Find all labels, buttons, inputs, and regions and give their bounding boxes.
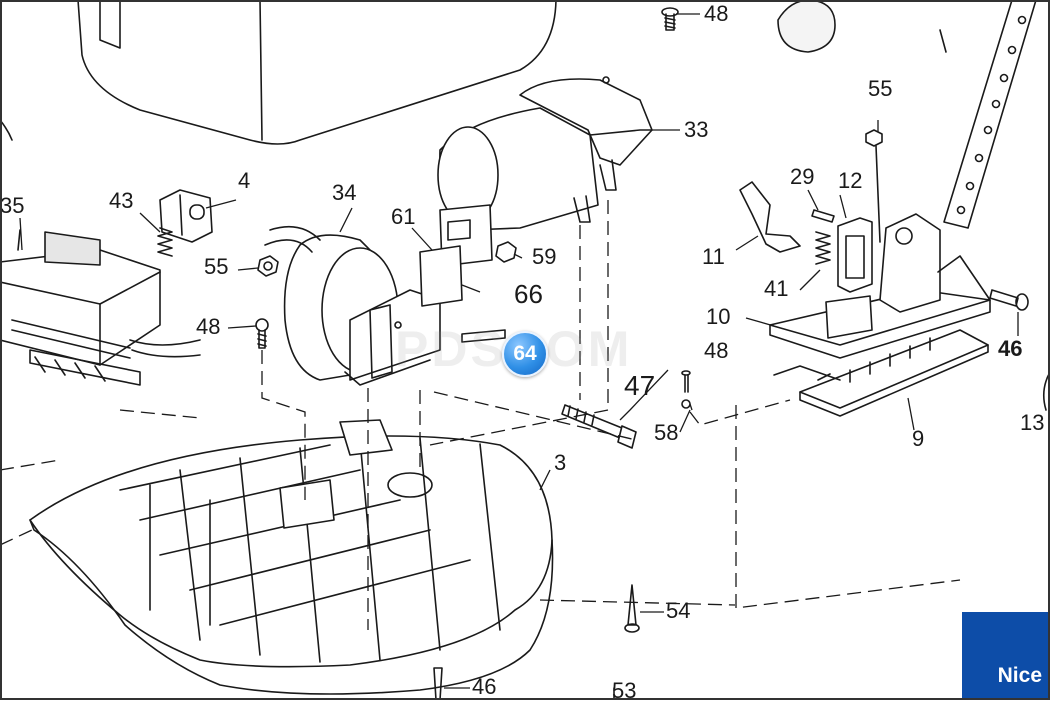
part-label: 59: [532, 244, 557, 269]
part-label: 33: [684, 117, 709, 142]
bolt-46-right: [989, 289, 1029, 311]
screw-46-bottom: [433, 667, 443, 700]
screw-54: [624, 584, 640, 633]
part-label: 46: [998, 336, 1023, 361]
part-label: 66: [514, 279, 543, 309]
screw-48-left: [255, 318, 269, 349]
part-label: 12: [838, 168, 863, 193]
part-label: 41: [764, 276, 789, 301]
part-label: 55: [868, 76, 893, 101]
nut-59: [495, 241, 517, 263]
part-label: 53: [612, 678, 637, 703]
assembly-lines: [0, 200, 961, 630]
part-label: 43: [109, 188, 134, 213]
bracket-4: [159, 189, 213, 243]
part-label: 11: [702, 244, 725, 269]
part-13-edge: [1042, 371, 1050, 411]
metal-strip: [943, 0, 1037, 229]
pin-29: [811, 209, 835, 223]
cover-part: [0, 0, 557, 145]
label-leaders: [19, 13, 1019, 689]
slider-plate-10: [769, 213, 991, 359]
part-label: 54: [666, 598, 691, 623]
part-label: 3: [554, 450, 567, 475]
lever-11: [739, 181, 801, 253]
bolt-47: [561, 404, 637, 449]
part-label: 47: [624, 370, 656, 401]
part-label: 13: [1020, 410, 1045, 435]
part-label: 55: [204, 254, 229, 279]
part-label: 48: [704, 1, 729, 26]
rack-9: [773, 329, 989, 417]
highlight-callout-badge[interactable]: 64: [502, 331, 548, 377]
knob-part: [777, 0, 947, 53]
part-label: 29: [790, 164, 815, 189]
part-label: 9: [912, 426, 925, 451]
plate-12: [837, 217, 873, 293]
circuit-board-66: [419, 204, 493, 307]
spring-41: [815, 231, 831, 265]
part-label: 10: [706, 304, 731, 329]
part-label: 48: [196, 314, 221, 339]
part-label: 46: [472, 674, 497, 699]
part-label: 58: [654, 420, 679, 445]
part-label: 34: [332, 180, 357, 205]
part-label: 4: [238, 168, 251, 193]
part-label: 61: [391, 204, 416, 229]
nut-55-right: [865, 129, 883, 243]
connector-block-35: [0, 229, 201, 386]
screw-48-58: [681, 370, 691, 409]
brand-name: Nice: [997, 664, 1042, 687]
screw-48-top: [661, 7, 679, 31]
nut-55-left: [257, 255, 279, 277]
base-housing-3: [29, 419, 554, 695]
motor-33: [437, 76, 653, 231]
bolt-small: [461, 329, 506, 343]
part-label: 35: [0, 193, 25, 218]
brand-logo: Nice: [962, 612, 1050, 700]
spring-43: [157, 227, 173, 257]
part-label: 48: [704, 338, 729, 363]
